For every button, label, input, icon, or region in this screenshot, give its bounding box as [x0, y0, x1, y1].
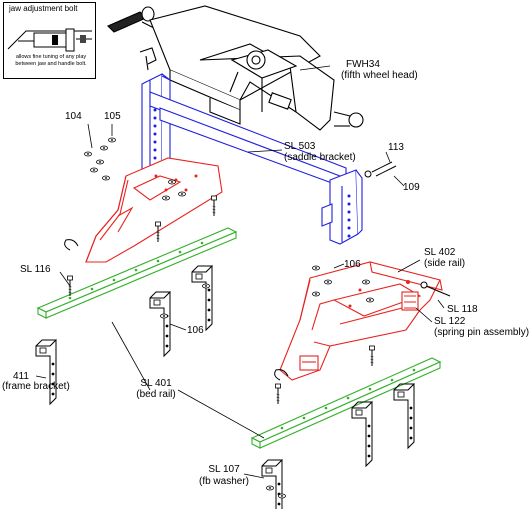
label-sl402-code: SL 402: [424, 247, 456, 258]
label-sl503-code: SL 503: [284, 141, 316, 152]
label-fwh34-name: (fifth wheel head): [341, 70, 418, 81]
inset-drawing: [7, 28, 92, 52]
label-fwh34-code: FWH34: [346, 59, 380, 70]
label-part-105: 105: [104, 111, 121, 122]
side-rail-right: [279, 261, 443, 381]
label-sl401-name: (bed rail): [136, 389, 176, 400]
bed-rail-left: [36, 227, 238, 319]
label-sl503-name: (saddle bracket): [284, 152, 356, 163]
label-sl107-code: SL 107: [208, 464, 240, 475]
label-sl122-name: (spring pin assembly): [434, 327, 530, 338]
hardware: [64, 137, 451, 499]
label-part-104: 104: [65, 111, 82, 122]
label-sl402-name: (side rail): [424, 258, 466, 269]
fifth-wheel-head: [107, 5, 364, 131]
leader-lines: [35, 65, 445, 479]
inset-caption: allows fine tuning of any play between j…: [15, 54, 87, 67]
label-sl401-code: SL 401: [140, 378, 172, 389]
label-part-106-top: 106: [344, 259, 361, 270]
label-sl107-name: (fb washer): [198, 476, 249, 487]
label-411-name: (frame bracket): [2, 381, 70, 392]
saddle-bracket: [141, 73, 363, 245]
label-411-code: 411: [13, 371, 29, 382]
bed-rail-right: [250, 357, 442, 449]
label-part-109: 109: [403, 182, 420, 193]
label-sl116: SL 116: [20, 264, 51, 275]
label-part-113: 113: [388, 142, 404, 153]
jaw-adjustment-inset: jaw adjustment bolt allows fine tuning o…: [3, 2, 96, 79]
inset-title: jaw adjustment bolt: [9, 4, 78, 13]
label-part-106-mid: 106: [187, 325, 204, 336]
label-sl122-code: SL 122: [434, 316, 466, 327]
label-sl118: SL 118: [447, 304, 478, 315]
side-rail-left: [85, 157, 223, 263]
